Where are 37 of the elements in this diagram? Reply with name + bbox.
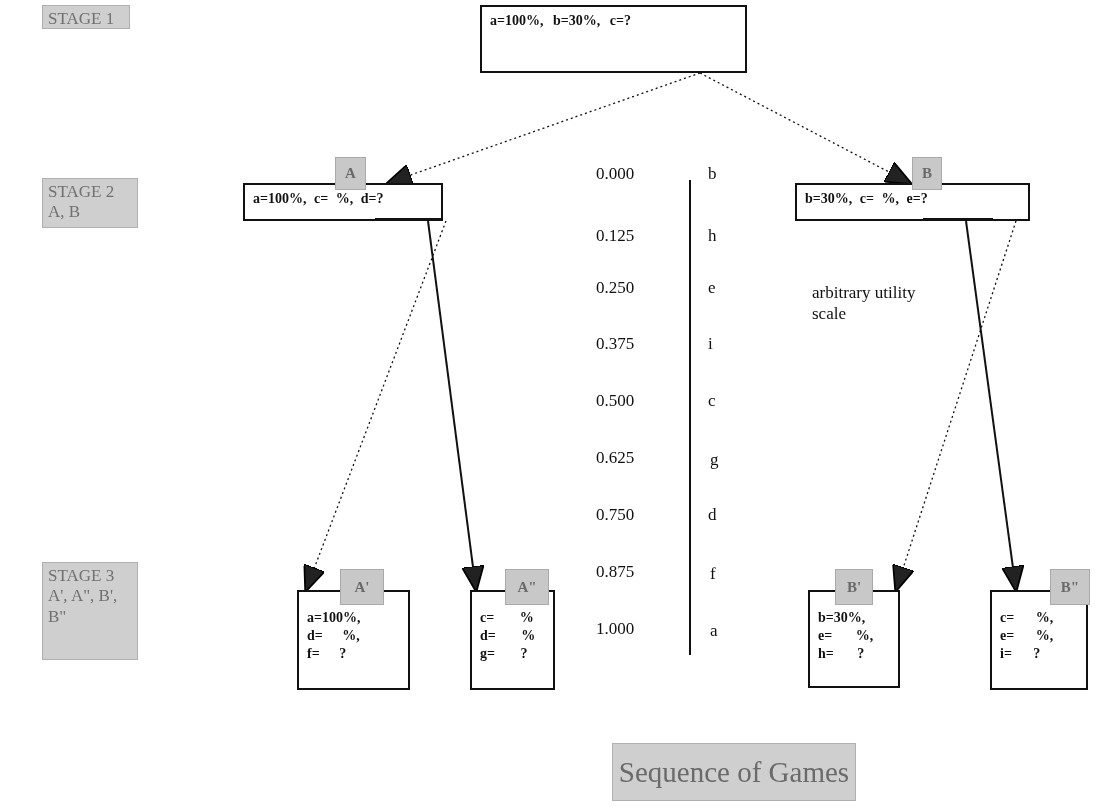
- stage-label-box: STAGE 1: [42, 5, 130, 29]
- dotted-arrow: [892, 220, 1017, 593]
- game-tag: B": [1050, 569, 1090, 605]
- scale-label: 0.125: [596, 226, 635, 246]
- game-box: b=30%, c= %, e=?: [795, 183, 1030, 221]
- arrow: [427, 220, 485, 593]
- dotted-arrow: [303, 220, 447, 593]
- game-box: a=100%, c= %, d=?: [243, 183, 443, 221]
- scale-label: c: [708, 391, 716, 411]
- scale-label: 0.750: [596, 505, 635, 525]
- scale-label: 0.250: [596, 278, 635, 298]
- scale-caption: arbitrary utility scale: [812, 282, 917, 325]
- game-tag: B': [835, 569, 873, 605]
- game-tag: A: [335, 157, 366, 190]
- scale-label: 0.875: [596, 562, 635, 582]
- game-tag: A": [505, 569, 549, 605]
- scale-label: f: [710, 564, 716, 584]
- arrow: [965, 220, 1025, 593]
- scale-label: 0.625: [596, 448, 635, 468]
- diagram-title: Sequence of Games: [612, 743, 856, 801]
- scale-label: d: [708, 505, 717, 525]
- scale-label: h: [708, 226, 717, 246]
- game-box: a=100%, b=30%, c=?: [480, 5, 747, 73]
- game-tag: B: [912, 157, 942, 190]
- dotted-arrow: [699, 72, 913, 185]
- scale-label: b: [708, 164, 717, 184]
- stage-label-box: STAGE 3 A', A", B', B": [42, 562, 138, 660]
- scale-label: 1.000: [596, 619, 635, 639]
- scale-label: a: [710, 621, 718, 641]
- scale-label: 0.500: [596, 391, 635, 411]
- scale-label: 0.375: [596, 334, 635, 354]
- scale-label: e: [708, 278, 716, 298]
- game-tag: A': [340, 569, 384, 605]
- stage-label-box: STAGE 2 A, B: [42, 178, 138, 228]
- scale-label: i: [708, 334, 713, 354]
- scale-label: 0.000: [596, 164, 635, 184]
- scale-label: g: [710, 450, 719, 470]
